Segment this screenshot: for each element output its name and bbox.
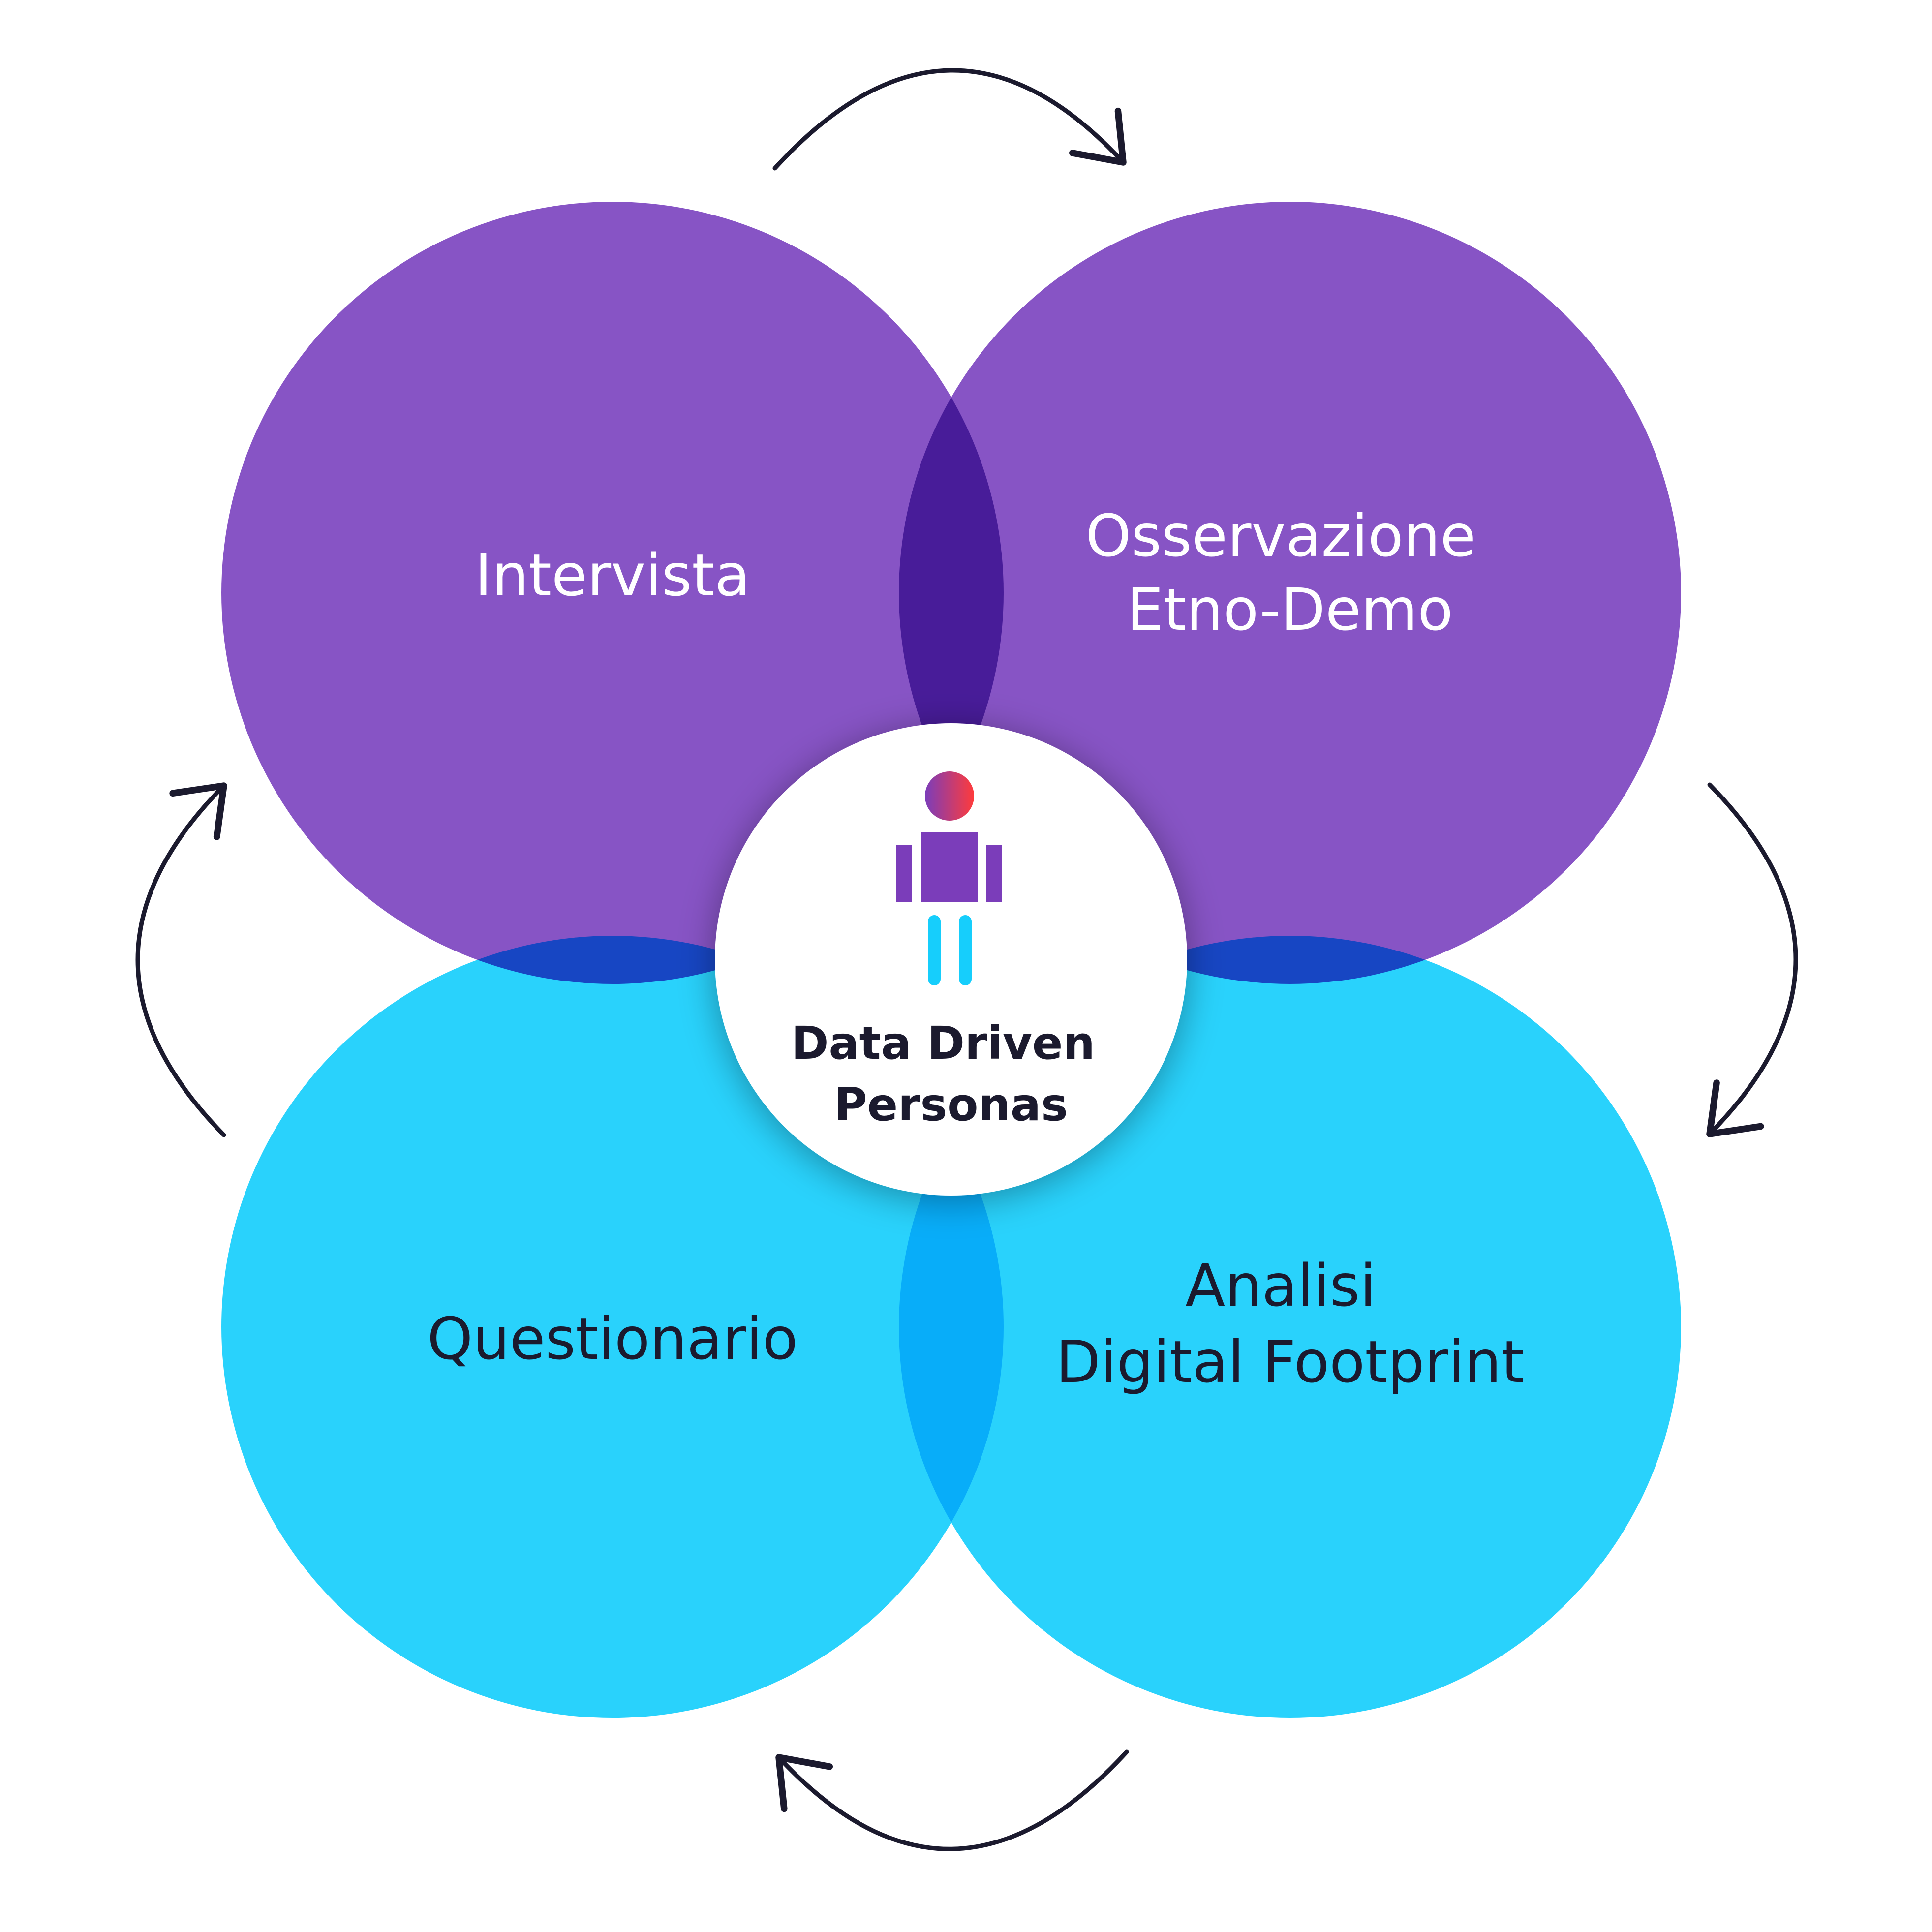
cycle-arrows (135, 68, 1798, 1851)
cycle-arrow-icon (135, 782, 227, 1137)
person-icon (896, 771, 1002, 985)
cycle-arrow-icon (1706, 782, 1798, 1137)
cycle-arrow-icon (775, 1749, 1129, 1851)
center-circle (715, 723, 1187, 1196)
center-label: Data Driven Personas (791, 1017, 1111, 1131)
person-arm-left (896, 845, 912, 902)
person-body (921, 832, 978, 902)
person-head (925, 771, 974, 821)
label-questionario: Questionario (427, 1305, 798, 1373)
label-osservazione: Osservazione Etno-Demo (1086, 502, 1495, 644)
label-intervista: Intervista (475, 541, 750, 609)
cycle-arrow-icon (772, 68, 1127, 171)
label-analisi: Analisi Digital Footprint (1056, 1252, 1524, 1396)
person-arm-right (986, 845, 1002, 902)
